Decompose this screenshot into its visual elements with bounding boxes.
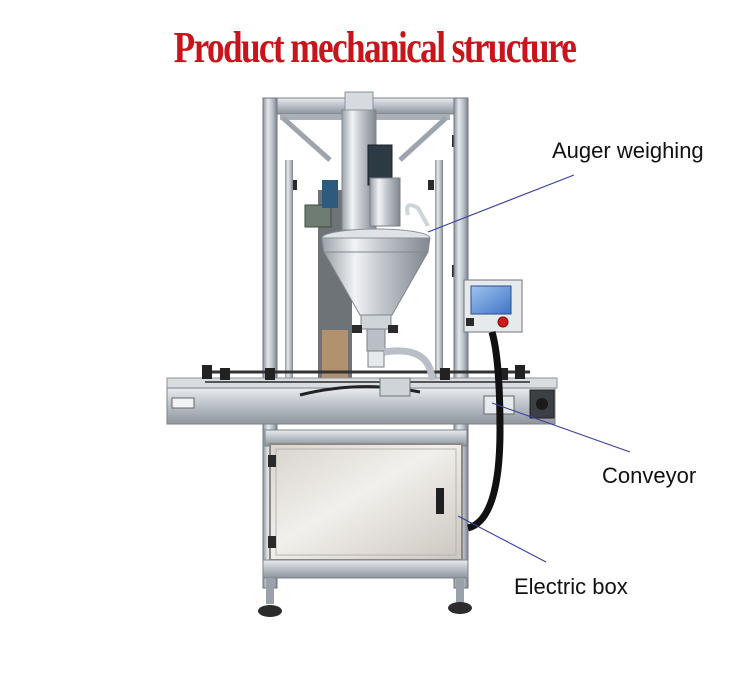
- door-handle: [436, 488, 444, 514]
- leader-lines: [427, 174, 631, 563]
- label-electric-box: Electric box: [514, 574, 628, 599]
- label-conveyor: Conveyor: [602, 463, 697, 488]
- emergency-stop: [497, 316, 509, 328]
- auger-hopper: [321, 203, 431, 368]
- page-title: Product mechanical structure: [173, 23, 577, 72]
- leader-line-auger: [427, 174, 575, 233]
- label-auger-weighing: Auger weighing: [552, 138, 704, 163]
- leveling-feet: [258, 578, 472, 617]
- leader-line-electric-box: [457, 515, 547, 563]
- control-panel: [463, 279, 523, 532]
- touch-screen: [470, 285, 512, 315]
- electric-box: [262, 429, 469, 579]
- conveyor: [166, 347, 558, 425]
- leader-line-conveyor: [491, 402, 631, 453]
